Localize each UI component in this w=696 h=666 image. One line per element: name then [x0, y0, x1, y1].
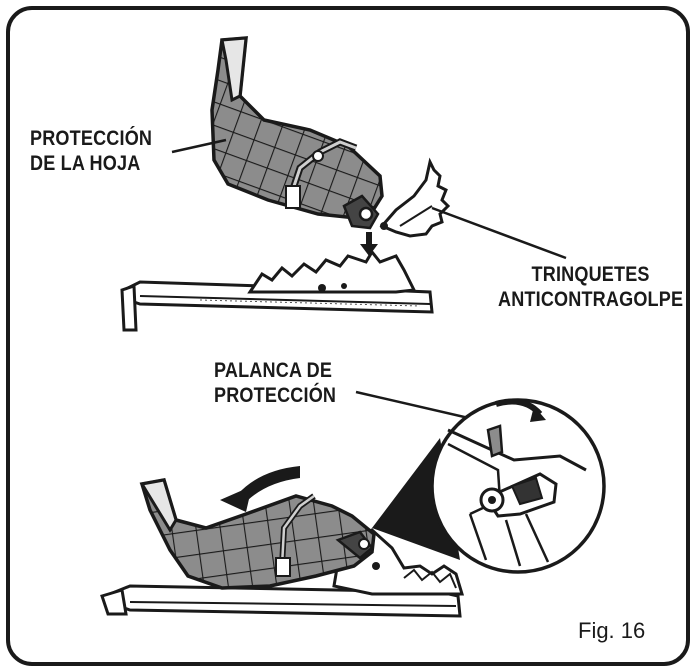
- blade-guard-label-line1: PROTECCIÓN: [30, 127, 153, 150]
- down-arrow-icon: [360, 232, 378, 256]
- figure-caption: Fig. 16: [578, 618, 646, 643]
- lever-detail-callout: [430, 398, 606, 574]
- assembly-diagram: [100, 36, 606, 618]
- anti-kickback-label-line1: TRINQUETES: [531, 263, 650, 286]
- guard-lever-label: PALANCA DE PROTECCIÓN: [214, 358, 336, 408]
- anti-kickback-label-line2: ANTICONTRAGOLPE: [498, 288, 684, 311]
- blade-guard-leader: [171, 138, 227, 154]
- anti-kickback-label: TRINQUETES ANTICONTRAGOLPE: [498, 262, 683, 312]
- guard-lever-label-line2: PROTECCIÓN: [214, 384, 337, 407]
- anti-kickback-pawls: [379, 157, 451, 238]
- upper-saw-blade: [247, 249, 417, 294]
- blade-guard-label: PROTECCIÓN DE LA HOJA: [30, 126, 152, 176]
- rotate-left-arrow-icon: [220, 466, 300, 512]
- guard-lever-label-line1: PALANCA DE: [214, 359, 333, 382]
- upper-blade-guard: [210, 36, 384, 230]
- anti-kickback-leader: [431, 206, 567, 260]
- lower-blade-guard: [139, 477, 376, 590]
- blade-guard-label-line2: DE LA HOJA: [30, 152, 141, 175]
